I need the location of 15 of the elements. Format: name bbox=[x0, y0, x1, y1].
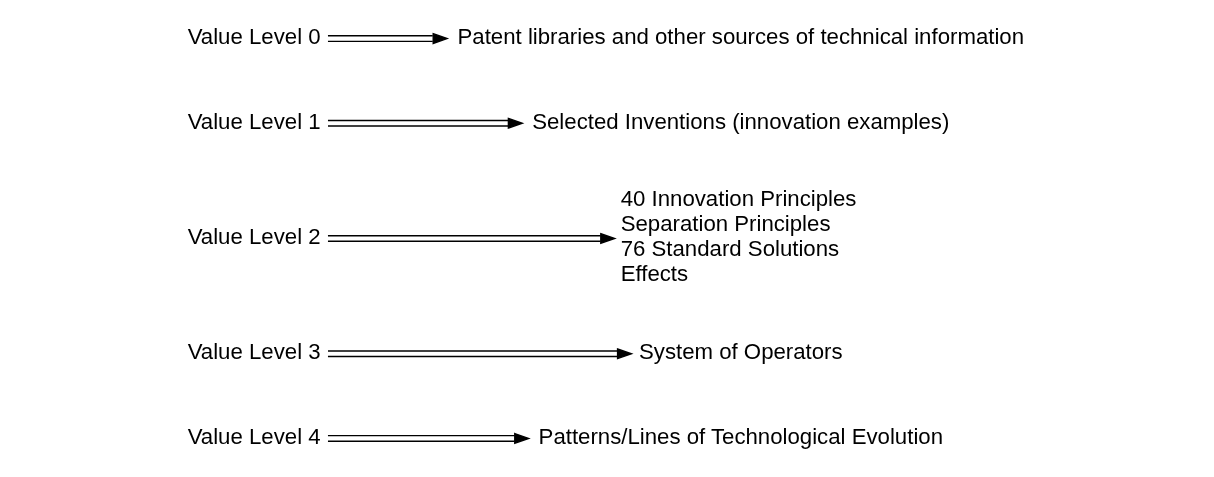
arrow bbox=[326, 232, 617, 245]
node-text: Value Level 4 bbox=[187, 423, 321, 449]
node-text: Patent libraries and other sources of technical information bbox=[457, 23, 1024, 49]
node-text: Patterns/Lines of Technological Evolution bbox=[538, 423, 943, 449]
node-text: Value Level 3 bbox=[187, 339, 321, 365]
node-text: Selected Inventions (innovation examples) bbox=[531, 108, 949, 134]
node-text: Value Level 1 bbox=[187, 108, 321, 134]
node-text: 40 Innovation Principles Separation Principles 76 Standard Solutions Effects bbox=[620, 186, 856, 287]
node-text: Value Level 2 bbox=[187, 223, 321, 249]
node-text: System of Operators bbox=[638, 339, 843, 365]
node-text: Value Level 0 bbox=[187, 23, 321, 49]
arrow bbox=[326, 347, 634, 360]
arrow bbox=[326, 432, 531, 445]
arrow bbox=[326, 117, 524, 130]
arrow bbox=[326, 32, 449, 45]
